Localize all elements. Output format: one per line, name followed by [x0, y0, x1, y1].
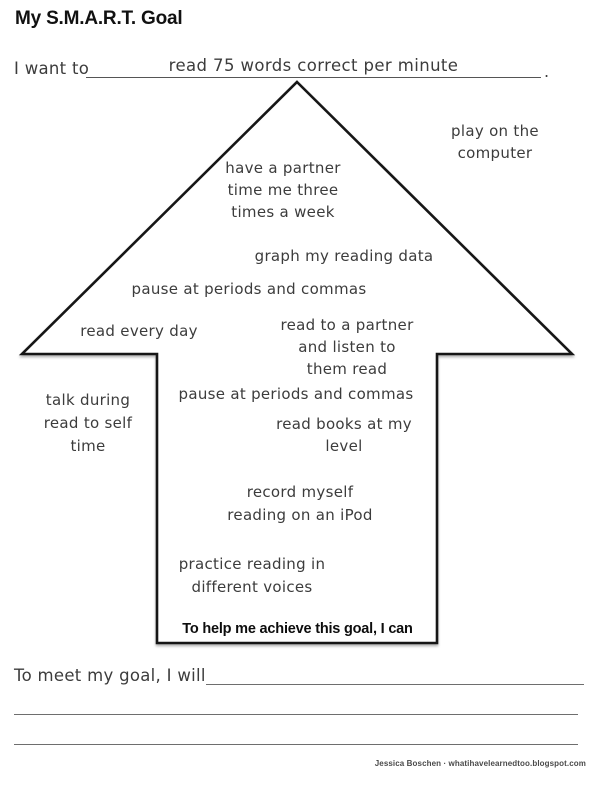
bottom-prompt-label: To meet my goal, I will	[14, 666, 206, 685]
note-play-on-computer: play on the computer	[451, 122, 539, 162]
note-talk-during-read-to-self: talk during read to self time	[43, 391, 133, 455]
note-practice-different-voices: practice reading in different voices	[178, 555, 326, 596]
page-title: My S.M.A.R.T. Goal	[15, 8, 183, 29]
goal-answer-field[interactable]: read 75 words correct per minute	[86, 56, 541, 78]
note-pause-periods-top: pause at periods and commas	[131, 280, 367, 298]
answer-line-1[interactable]	[206, 684, 584, 685]
answer-line-2[interactable]	[14, 714, 578, 715]
author-credit: Jessica Boschen · whatihavelearnedtoo.bl…	[374, 759, 586, 768]
answer-line-3[interactable]	[14, 744, 578, 745]
note-read-books-at-level: read books at my level	[276, 415, 412, 455]
goal-prompt-label: I want to	[14, 59, 90, 78]
up-arrow-outline	[18, 80, 576, 645]
note-pause-periods-mid: pause at periods and commas	[178, 385, 414, 403]
arrow-caption: To help me achieve this goal, I can	[182, 621, 413, 637]
note-read-to-partner: read to a partner and listen to them rea…	[280, 316, 414, 378]
note-read-every-day: read every day	[80, 322, 198, 340]
note-record-myself-ipod: record myself reading on an iPod	[227, 483, 373, 524]
goal-prompt-period: .	[544, 62, 550, 81]
note-graph-reading-data: graph my reading data	[254, 247, 434, 265]
note-have-a-partner: have a partner time me three times a wee…	[225, 159, 341, 221]
